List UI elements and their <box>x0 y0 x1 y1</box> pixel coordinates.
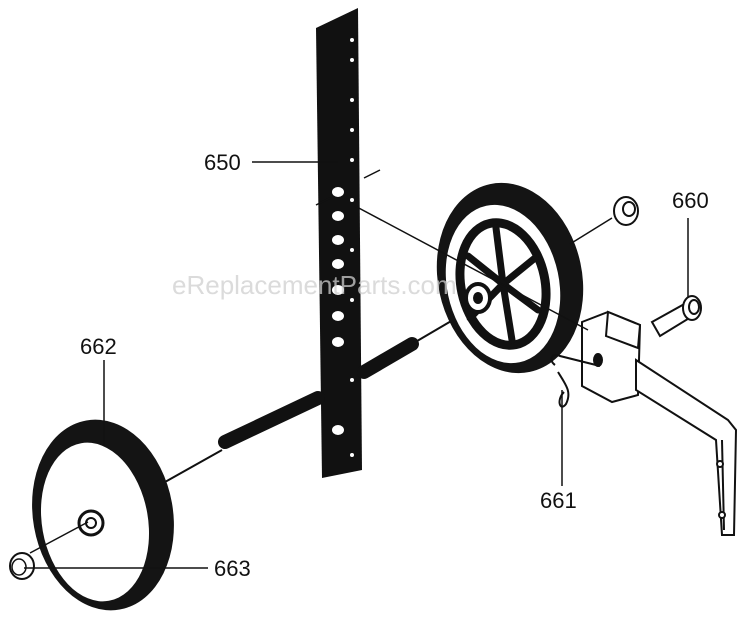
callout-650: 650 <box>204 150 241 175</box>
hairpin-clip <box>550 354 601 408</box>
callout-663: 663 <box>214 556 251 581</box>
watermark-text: eReplacementParts.com <box>172 270 457 300</box>
hub-cap <box>569 196 639 245</box>
axle-shaft <box>164 309 471 483</box>
callout-661: 661 <box>540 488 577 513</box>
right-wheel <box>436 182 584 374</box>
assembly-lines <box>29 169 589 554</box>
mounting-bracket <box>581 310 738 536</box>
callout-660: 660 <box>672 188 709 213</box>
callout-leaders <box>24 161 689 569</box>
adjustment-bar <box>316 8 362 478</box>
axle-cap <box>9 552 35 580</box>
left-wheel <box>32 419 174 611</box>
callout-662: 662 <box>80 334 117 359</box>
pin-bolt <box>650 295 702 338</box>
